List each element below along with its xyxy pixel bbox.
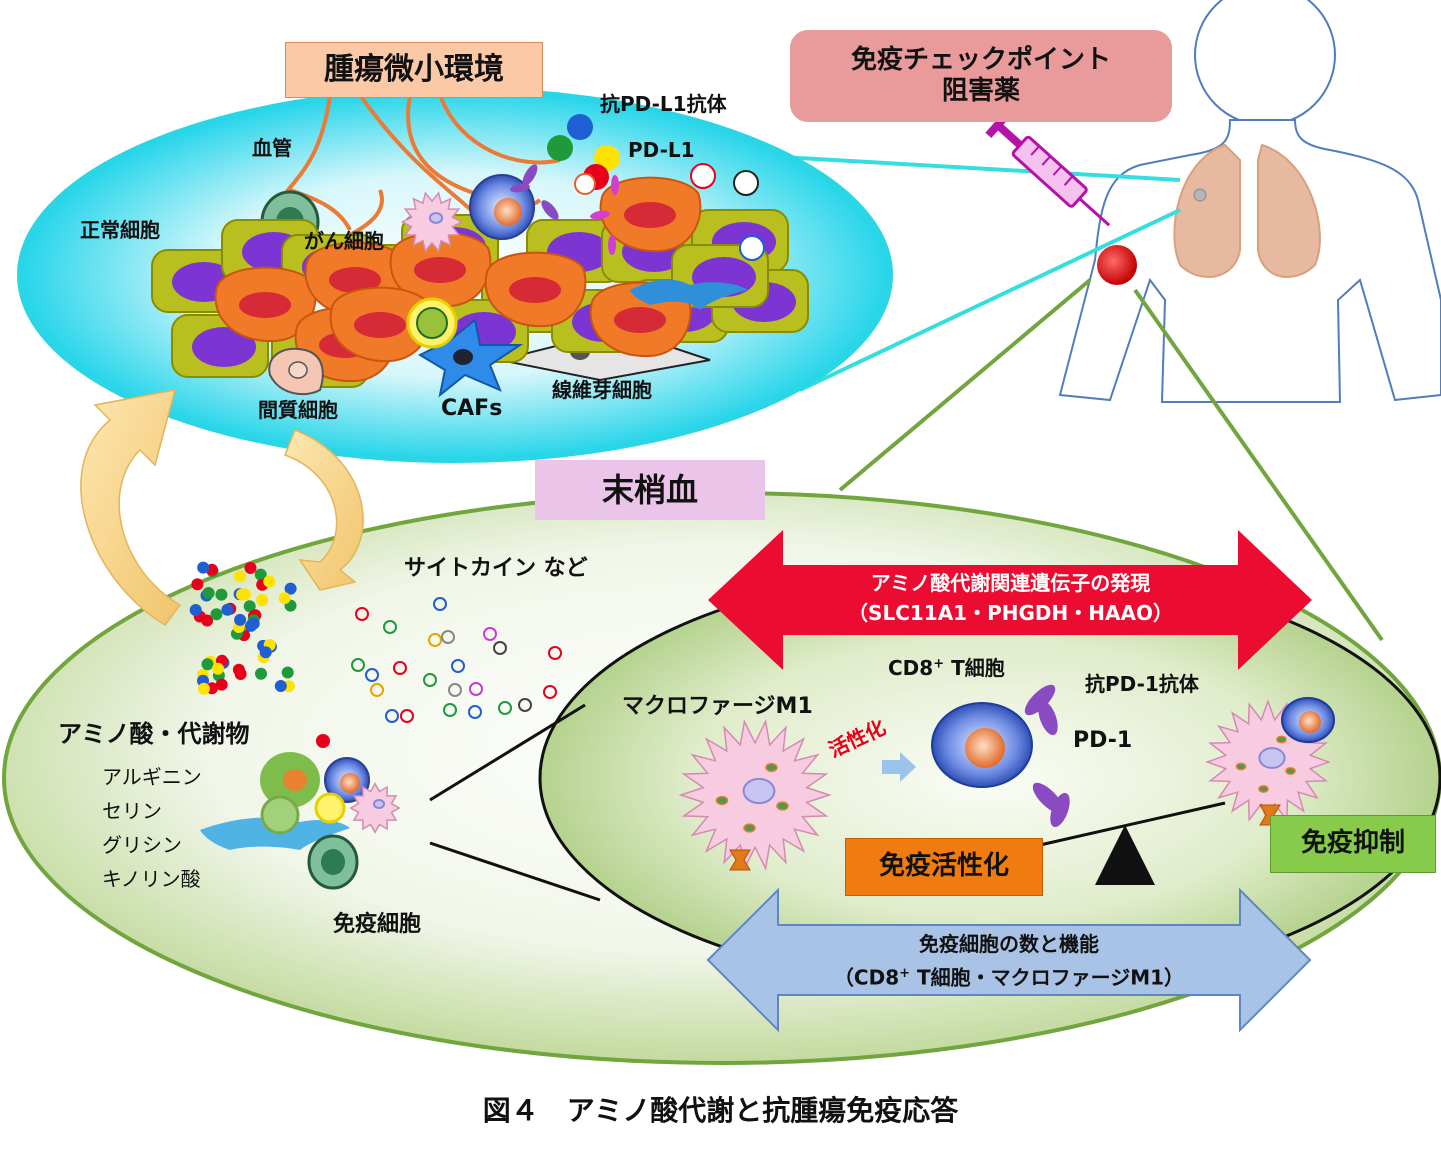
figure-caption: 図４ アミノ酸代謝と抗腫瘍免疫応答 [482, 1094, 959, 1127]
cancer-cell [214, 266, 317, 343]
curved-arrow-up [80, 389, 182, 626]
right-tcell [1281, 697, 1335, 743]
immune-activation-box: 免疫活性化 [845, 838, 1043, 896]
immune-suppression-box: 免疫抑制 [1270, 815, 1436, 873]
checkpoint-line1: 免疫チェックポイント [850, 44, 1111, 75]
cancer-cell [599, 176, 702, 253]
right-lung [1257, 143, 1321, 278]
cancer-cell [484, 251, 587, 328]
red-arrow-text: アミノ酸代謝関連遺伝子の発現 （SLC11A1・PHGDH・HAAO） [783, 568, 1238, 628]
cd8-rest: T細胞 [944, 656, 1005, 680]
cd8-label: CD8+ T細胞 [888, 656, 1005, 680]
antibody-dots [547, 114, 765, 261]
blue-arrow-line2-b: T細胞・マクロファージM1） [910, 965, 1185, 990]
red-arrow-line2: （SLC11A1・PHGDH・HAAO） [848, 601, 1173, 625]
blue-arrow-line1: 免疫細胞の数と機能 [919, 932, 1099, 956]
pd1-label: PD-1 [1073, 728, 1133, 753]
amino-acid-item: グリシン [102, 833, 182, 857]
immune-cell-cluster [200, 734, 370, 890]
tumor-macrophage [400, 191, 464, 253]
cancer-cell-label: がん細胞 [304, 229, 384, 253]
cafs-label: CAFs [441, 396, 503, 421]
human-figure [1058, 0, 1441, 403]
blue-double-arrow [706, 887, 1312, 1033]
fibroblast-label: 線維芽細胞 [552, 378, 652, 402]
lungs [1173, 143, 1321, 278]
peripheral-title: 末梢血 [535, 460, 765, 520]
stromal-cell-label: 間質細胞 [258, 398, 338, 422]
cd8-main: CD8 [888, 656, 934, 680]
left-lung [1173, 143, 1241, 278]
seesaw-beam [1039, 801, 1226, 847]
macrophage-m1-label: マクロファージM1 [622, 694, 813, 719]
connector-line [799, 208, 1181, 392]
connector-line [1133, 288, 1384, 642]
amino-acid-dots [189, 561, 297, 695]
red-arrow-line1: アミノ酸代謝関連遺伝子の発現 [870, 571, 1151, 595]
amino-acid-item: アルギニン [102, 765, 202, 789]
checkpoint-inhibitor-box: 免疫チェックポイント 阻害薬 [790, 30, 1172, 122]
blue-arrow-line2-a: （CD8 [833, 965, 900, 990]
pdl1-markers [510, 164, 619, 255]
human-head [1194, 0, 1336, 126]
pd1-receptors [1024, 684, 1070, 828]
normal-cell-label: 正常細胞 [80, 218, 160, 242]
blue-arrow-text: 免疫細胞の数と機能 （CD8+ T細胞・マクロファージM1） [778, 929, 1240, 993]
amino-acid-item: セリン [102, 799, 162, 823]
tumor-site [1097, 245, 1137, 285]
anti-pdl1-label: 抗PD-L1抗体 [600, 92, 727, 116]
cd8-sup: + [933, 656, 945, 672]
amino-heading: アミノ酸・代謝物 [58, 720, 250, 748]
connector-line [838, 278, 1092, 492]
anti-pd1-label: 抗PD-1抗体 [1085, 672, 1199, 696]
cytokine-rings [351, 597, 562, 723]
blood-vessel-label: 血管 [252, 136, 292, 160]
pdl1-label: PD-L1 [628, 138, 695, 162]
zoom-line [429, 703, 586, 802]
immune-cells-label: 免疫細胞 [333, 912, 422, 937]
peripheral-macrophage [349, 782, 401, 834]
tumor-title: 腫瘍微小環境 [285, 42, 543, 98]
amino-acid-list: アルギニン セリン グリシン キノリン酸 [102, 760, 202, 896]
zoom-line [429, 841, 601, 902]
macrophage-m1 [678, 719, 832, 871]
blue-arrow-line2-sup: + [899, 966, 911, 981]
seesaw-fulcrum [1095, 825, 1155, 885]
red-double-arrow [708, 530, 1312, 670]
curved-arrow-down [284, 429, 364, 591]
blue-splash [630, 279, 748, 310]
cytokines-label: サイトカイン など [404, 556, 588, 581]
human-body [1058, 119, 1441, 403]
activation-arrow-icon [882, 752, 916, 782]
checkpoint-line2: 阻害薬 [941, 76, 1020, 106]
amino-acid-item: キノリン酸 [102, 867, 201, 891]
cd8-tcell [931, 702, 1033, 788]
blue-arrow-line2: （CD8+ T細胞・マクロファージM1） [778, 959, 1240, 993]
